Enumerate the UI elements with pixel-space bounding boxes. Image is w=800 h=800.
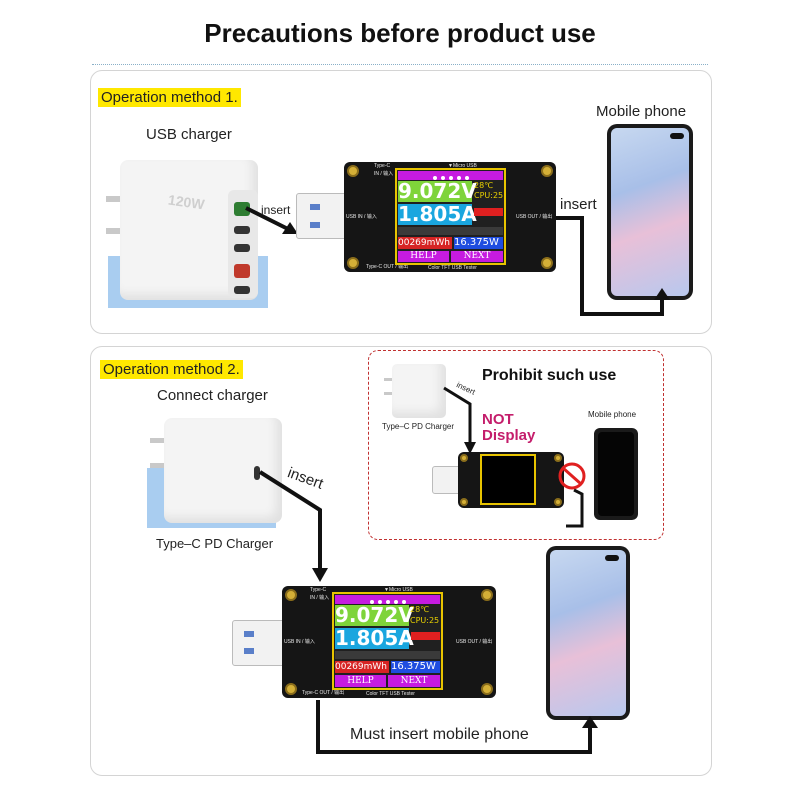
- pcb-label-micro: ▼Micro USB: [448, 163, 477, 169]
- voltage-readout: 9.072V: [398, 179, 477, 203]
- current-readout: 1.805A: [398, 202, 477, 226]
- charger-usb-port: [234, 202, 250, 216]
- tester-usb-plug: [232, 620, 286, 666]
- pcb-label-typec-in: IN / 输入: [310, 595, 330, 601]
- phone-screen: [550, 550, 626, 716]
- prohibit-title: Prohibit such use: [482, 367, 617, 384]
- method1-insert-left: insert: [261, 203, 291, 217]
- tester-usb-plug: [432, 466, 462, 494]
- screen-spacer: [398, 227, 503, 235]
- usb-plug-hole: [310, 204, 320, 210]
- prohibit-box: [368, 350, 664, 540]
- connection-path-phone: [556, 216, 670, 316]
- not-display-line1: NOT: [482, 411, 514, 428]
- power-readout: 16.375W: [391, 661, 440, 673]
- tester-screw: [460, 454, 468, 462]
- insert-arrow: [245, 206, 298, 234]
- tester-screw: [481, 589, 493, 601]
- cpu-readout: CPU:25: [410, 616, 440, 625]
- charger-prong: [106, 228, 122, 234]
- pcb-label-usb-out: USB OUT / 输出: [456, 639, 493, 645]
- charger-prong: [150, 463, 164, 468]
- pcb-label-typec: Type-C: [374, 163, 391, 169]
- method1-insert-right: insert: [560, 196, 597, 213]
- method1-heading: Operation method 1.: [98, 88, 241, 107]
- tester-screw: [460, 498, 468, 506]
- charger-usbc-port: [254, 466, 260, 480]
- tester-screw: [554, 454, 562, 462]
- phone-camera: [670, 133, 684, 139]
- charger-prong: [150, 438, 164, 443]
- tester-screw: [541, 165, 553, 177]
- title-divider: [92, 64, 708, 65]
- pcb-label-typec: Type-C: [310, 587, 327, 593]
- method1-phone-label: Mobile phone: [596, 103, 687, 120]
- temp-readout: 28℃: [410, 605, 430, 614]
- screen-spacer: [335, 651, 440, 659]
- prohibited-sign-icon: [558, 462, 586, 490]
- voltage-readout: 9.072V: [335, 603, 414, 627]
- pcb-label-micro: ▼Micro USB: [384, 587, 413, 593]
- charger-usb-port: [234, 264, 250, 278]
- pcb-label-usb-in: USB IN / 输入: [346, 214, 377, 220]
- current-readout: 1.805A: [335, 626, 414, 650]
- screen-red-bar: [474, 208, 503, 216]
- next-button-label: NEXT: [451, 251, 503, 262]
- pcb-label-usb-in: USB IN / 输入: [284, 639, 315, 645]
- method2-charger-label: Connect charger: [157, 387, 268, 404]
- connection-path-charger: [258, 470, 328, 582]
- method1-charger-label: USB charger: [146, 126, 232, 143]
- energy-readout: 00269mWh: [335, 661, 389, 673]
- page-title: Precautions before product use: [204, 18, 596, 48]
- connection-path-phone: [316, 700, 598, 754]
- temp-readout: 28℃: [474, 181, 494, 190]
- pcb-label-typec-in: IN / 输入: [374, 171, 394, 177]
- charger-prong: [384, 378, 392, 381]
- phone-camera: [605, 555, 619, 561]
- next-button-label: NEXT: [388, 675, 440, 687]
- tester-screw: [285, 589, 297, 601]
- usb-plug-hole: [310, 222, 320, 228]
- prohibit-charger-image: [392, 364, 446, 418]
- tester-screw: [541, 257, 553, 269]
- pcb-label-usb-out: USB OUT / 输出: [516, 214, 553, 220]
- tester-screw: [481, 683, 493, 695]
- prohibit-phone-label: Mobile phone: [588, 410, 637, 419]
- method2-heading: Operation method 2.: [100, 360, 243, 379]
- method2-charger-type: Type–C PD Charger: [156, 536, 274, 551]
- cpu-readout: CPU:25: [474, 191, 504, 200]
- energy-readout: 00269mWh: [398, 237, 452, 249]
- pcb-label-typec-out: Type-C OUT / 输出: [366, 264, 409, 270]
- tester-screw: [347, 165, 359, 177]
- screen-indicator-bar: [398, 171, 503, 180]
- help-button-label: HELP: [398, 251, 449, 262]
- blank-screen: [480, 454, 536, 505]
- charger-usbc-port: [234, 226, 250, 234]
- pcb-label-typec-out: Type-C OUT / 输出: [302, 690, 345, 696]
- usb-plug-hole: [244, 631, 254, 637]
- screen-indicator-bar: [335, 595, 440, 604]
- prohibit-charger-label: Type–C PD Charger: [382, 422, 455, 431]
- prohibit-connection-path: [443, 386, 476, 454]
- tester-screw: [554, 498, 562, 506]
- pcb-label-name: Color TFT USB Tester: [366, 691, 415, 697]
- phone-screen-off: [598, 432, 634, 516]
- charger-usbc-port: [234, 244, 250, 252]
- help-button-label: HELP: [335, 675, 386, 687]
- prohibit-phone-path: [566, 488, 584, 528]
- typec-charger-image: [164, 418, 282, 523]
- charger-prong: [384, 392, 392, 395]
- power-readout: 16.375W: [454, 237, 503, 249]
- not-display-line2: Display: [482, 427, 536, 444]
- charger-usbc-port: [234, 286, 250, 294]
- tester-screw: [285, 683, 297, 695]
- tester-usb-plug: [296, 193, 348, 239]
- usb-plug-hole: [244, 648, 254, 654]
- screen-red-bar: [411, 632, 440, 640]
- phone-screen: [611, 128, 689, 296]
- pcb-label-name: Color TFT USB Tester: [428, 265, 477, 271]
- method2-bottom-label: Must insert mobile phone: [350, 726, 529, 743]
- charger-prong: [106, 196, 122, 202]
- tester-screw: [347, 257, 359, 269]
